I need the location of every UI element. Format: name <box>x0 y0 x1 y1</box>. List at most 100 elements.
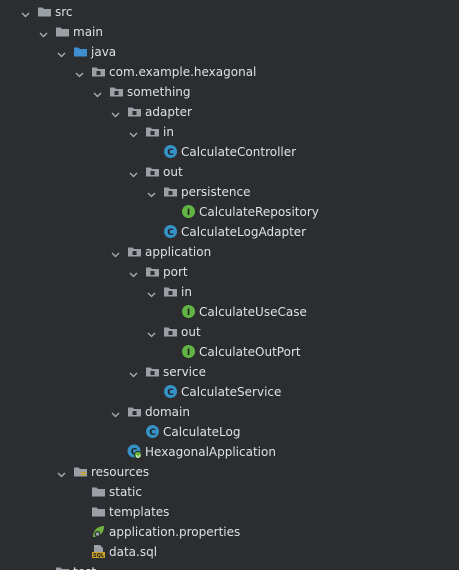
tree-row[interactable]: I CalculateOutPort <box>0 342 459 362</box>
interface-icon: I <box>181 344 196 359</box>
package-icon <box>127 244 142 259</box>
tree-row[interactable]: main <box>0 22 459 42</box>
package-icon <box>163 284 178 299</box>
package-icon <box>109 84 124 99</box>
chevron-down-icon[interactable] <box>57 468 66 478</box>
tree-row[interactable]: java <box>0 42 459 62</box>
chevron-down-icon[interactable] <box>93 88 102 98</box>
chevron-down-icon[interactable] <box>147 288 156 298</box>
tree-item-label: something <box>127 85 191 99</box>
tree-row[interactable]: service <box>0 362 459 382</box>
svg-text:C: C <box>149 428 156 438</box>
tree-item-label: CalculateLog <box>163 425 241 439</box>
folder-icon <box>91 484 106 499</box>
tree-item-label: CalculateUseCase <box>199 305 307 319</box>
package-icon <box>91 64 106 79</box>
tree-row[interactable]: C CalculateLog <box>0 422 459 442</box>
sql-file-icon: SQL <box>91 544 106 559</box>
tree-item-label: CalculateRepository <box>199 205 319 219</box>
tree-row[interactable]: resources <box>0 462 459 482</box>
interface-icon: I <box>181 304 196 319</box>
tree-item-label: application <box>145 245 212 259</box>
chevron-down-icon[interactable] <box>129 128 138 138</box>
svg-text:SQL: SQL <box>93 553 105 559</box>
tree-row[interactable]: persistence <box>0 182 459 202</box>
tree-row[interactable]: SQL data.sql <box>0 542 459 562</box>
chevron-down-icon[interactable] <box>39 28 48 38</box>
tree-item-label: out <box>163 165 183 179</box>
tree-row[interactable]: something <box>0 82 459 102</box>
tree-row[interactable]: domain <box>0 402 459 422</box>
tree-item-label: port <box>163 265 188 279</box>
tree-item-label: CalculateOutPort <box>199 345 301 359</box>
tree-item-label: in <box>163 125 174 139</box>
folder-icon <box>37 4 52 19</box>
tree-item-label: HexagonalApplication <box>145 445 276 459</box>
tree-row[interactable]: src <box>0 2 459 22</box>
interface-icon: I <box>181 204 196 219</box>
tree-row[interactable]: test <box>0 562 459 570</box>
tree-item-label: out <box>181 325 201 339</box>
tree-row[interactable]: C CalculateLogAdapter <box>0 222 459 242</box>
tree-item-label: CalculateLogAdapter <box>181 225 307 239</box>
tree-row[interactable]: port <box>0 262 459 282</box>
tree-row[interactable]: I CalculateUseCase <box>0 302 459 322</box>
tree-item-label: in <box>181 285 192 299</box>
svg-text:I: I <box>187 348 190 358</box>
package-icon <box>127 104 142 119</box>
chevron-down-icon[interactable] <box>111 248 120 258</box>
chevron-down-icon[interactable] <box>111 408 120 418</box>
chevron-down-icon[interactable] <box>111 108 120 118</box>
svg-text:C: C <box>167 388 174 398</box>
package-icon <box>145 164 160 179</box>
package-icon <box>145 124 160 139</box>
tree-row[interactable]: templates <box>0 502 459 522</box>
tree-item-label: static <box>109 485 142 499</box>
tree-row[interactable]: application.properties <box>0 522 459 542</box>
class-icon: C <box>163 224 178 239</box>
resources-folder-icon <box>73 464 88 479</box>
tree-row[interactable]: in <box>0 122 459 142</box>
chevron-down-icon[interactable] <box>75 68 84 78</box>
folder-icon <box>91 504 106 519</box>
tree-row[interactable]: application <box>0 242 459 262</box>
svg-text:C: C <box>167 228 174 238</box>
package-icon <box>145 264 160 279</box>
tree-item-label: adapter <box>145 105 192 119</box>
tree-row[interactable]: static <box>0 482 459 502</box>
chevron-down-icon[interactable] <box>129 168 138 178</box>
tree-item-label: com.example.hexagonal <box>109 65 257 79</box>
tree-row[interactable]: in <box>0 282 459 302</box>
tree-item-label: main <box>73 25 103 39</box>
tree-item-label: data.sql <box>109 545 158 559</box>
chevron-down-icon[interactable] <box>147 328 156 338</box>
class-icon: C <box>145 424 160 439</box>
tree-item-label: src <box>55 5 73 19</box>
chevron-down-icon[interactable] <box>147 188 156 198</box>
package-icon <box>145 364 160 379</box>
class-icon: C <box>163 144 178 159</box>
tree-item-label: templates <box>109 505 170 519</box>
package-icon <box>163 324 178 339</box>
tree-row[interactable]: out <box>0 322 459 342</box>
folder-icon <box>55 24 70 39</box>
package-icon <box>163 184 178 199</box>
chevron-down-icon[interactable] <box>129 268 138 278</box>
tree-row[interactable]: adapter <box>0 102 459 122</box>
tree-item-label: service <box>163 365 206 379</box>
svg-text:C: C <box>131 448 138 458</box>
tree-item-label: test <box>73 565 96 570</box>
folder-icon <box>55 564 70 570</box>
chevron-down-icon[interactable] <box>21 8 30 18</box>
tree-row[interactable]: com.example.hexagonal <box>0 62 459 82</box>
chevron-down-icon[interactable] <box>129 368 138 378</box>
source-folder-icon <box>73 44 88 59</box>
tree-row[interactable]: out <box>0 162 459 182</box>
chevron-down-icon[interactable] <box>57 48 66 58</box>
svg-text:I: I <box>187 308 190 318</box>
tree-row[interactable]: C HexagonalApplication <box>0 442 459 462</box>
